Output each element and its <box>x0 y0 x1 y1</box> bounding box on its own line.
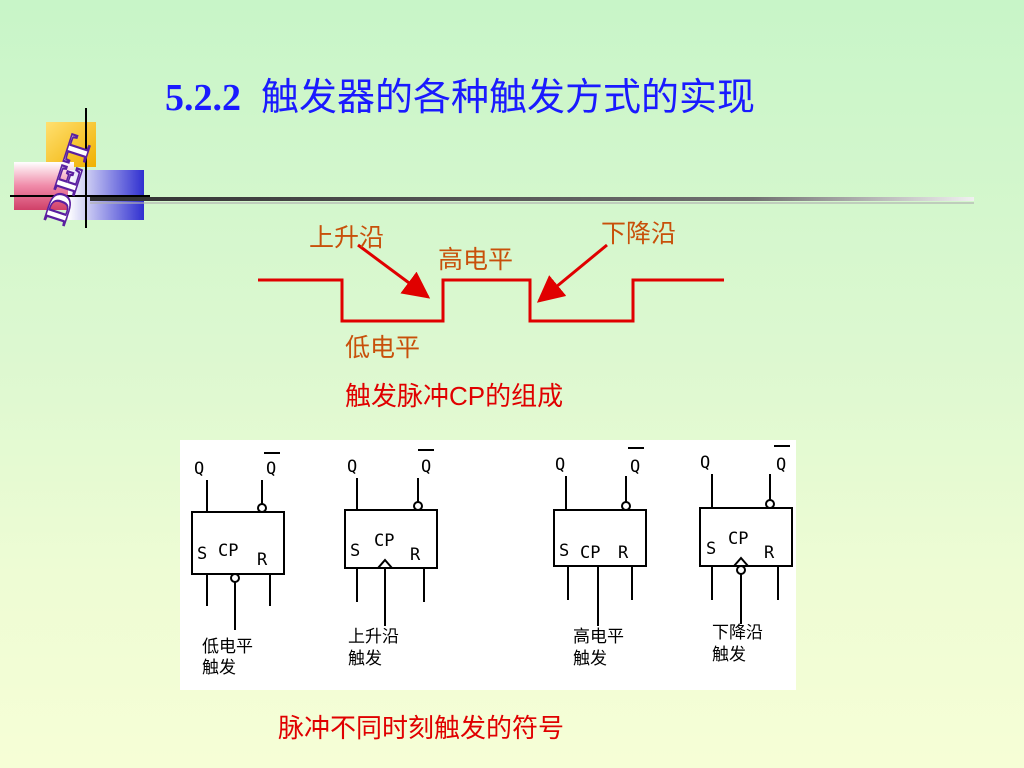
falling-edge-arrow <box>536 243 608 303</box>
rising-edge-arrow <box>357 243 431 299</box>
symbol-falling-edge: Q Q S CP R 下降沿 触发 <box>699 445 793 665</box>
cp-label: CP <box>728 529 748 549</box>
symbol-3-line2: 触发 <box>573 649 607 669</box>
falling-edge-label: 下降沿 <box>601 219 677 248</box>
symbol-1-line1: 低电平 <box>202 637 253 657</box>
high-level-label: 高电平 <box>438 245 514 274</box>
trigger-symbols-panel: Q Q S CP R 低电平 触发 Q Q S CP R 上升沿 触发 <box>180 440 796 690</box>
s-label: S <box>559 541 569 561</box>
symbol-2-line2: 触发 <box>348 649 382 669</box>
q-label: Q <box>347 457 357 477</box>
pulse-line <box>258 278 724 323</box>
cp-label: CP <box>374 531 394 551</box>
symbol-1-line2: 触发 <box>202 658 236 678</box>
s-label: S <box>350 541 360 561</box>
low-level-label: 低电平 <box>345 333 421 362</box>
symbols-caption: 脉冲不同时刻触发的符号 <box>278 714 565 744</box>
qbar-label: Q <box>776 455 786 475</box>
pulse-caption-pre: 触发脉冲 <box>345 382 450 412</box>
cp-label: CP <box>218 541 238 561</box>
symbol-3-line1: 高电平 <box>573 627 624 647</box>
r-label: R <box>410 545 421 565</box>
cp-label: CP <box>580 543 600 563</box>
symbol-high-level: Q Q S CP R 高电平 触发 <box>553 447 647 669</box>
symbol-4-line1: 下降沿 <box>712 623 763 643</box>
pulse-caption-cp: CP <box>449 381 486 411</box>
title-number: 5.2.2 <box>165 77 241 119</box>
s-label: S <box>706 539 716 559</box>
det-logo: DET <box>10 108 150 229</box>
pulse-caption-post: 的组成 <box>485 382 564 412</box>
qbar-label: Q <box>266 459 276 479</box>
qbar-label: Q <box>630 457 640 477</box>
page-title: 5.2.2 触发器的各种触发方式的实现 <box>165 66 755 126</box>
symbol-2-line1: 上升沿 <box>348 627 399 647</box>
cp-pulse-waveform <box>258 243 724 323</box>
pulse-caption: 触发脉冲CP的组成 <box>345 376 563 413</box>
r-label: R <box>257 550 268 570</box>
symbol-4-line2: 触发 <box>712 645 746 665</box>
r-label: R <box>618 543 629 563</box>
r-label: R <box>764 543 775 563</box>
symbol-rising-edge: Q Q S CP R 上升沿 触发 <box>344 449 438 669</box>
title-text: 触发器的各种触发方式的实现 <box>261 75 756 119</box>
symbol-low-level: Q Q S CP R 低电平 触发 <box>191 452 285 678</box>
q-label: Q <box>194 459 204 479</box>
q-label: Q <box>700 453 710 473</box>
rising-edge-label: 上升沿 <box>309 223 385 252</box>
title-divider <box>90 197 974 204</box>
s-label: S <box>197 544 207 564</box>
qbar-label: Q <box>421 457 431 477</box>
q-label: Q <box>555 455 565 475</box>
